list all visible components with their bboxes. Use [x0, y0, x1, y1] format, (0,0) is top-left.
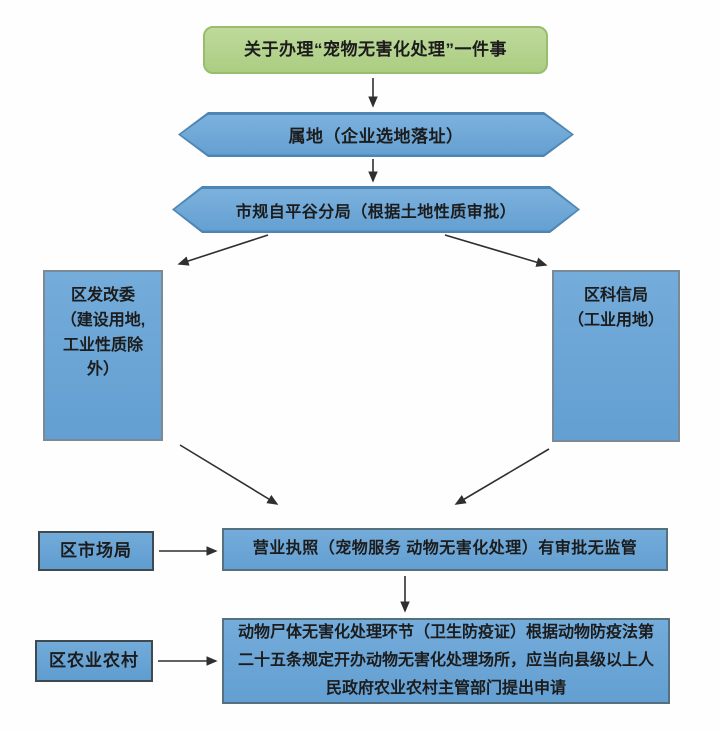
node-business-license: 营业执照（宠物服务 动物无害化处理）有审批无监管	[222, 528, 668, 571]
node-market-bureau: 区市场局	[38, 531, 154, 571]
node-territory: 属地（企业选地落址）	[178, 112, 574, 157]
node-planning-bureau-label: 市规自平谷分局（根据土地性质审批）	[175, 189, 578, 231]
arrow-planning-to-sciinfo	[444, 234, 548, 267]
node-title: 关于办理“宠物无害化处理”一件事	[203, 26, 548, 74]
arrow-sciinfo-to-license	[454, 448, 550, 505]
node-dev-reform-commission: 区发改委 （建设用地, 工业性质除 外）	[43, 270, 163, 441]
node-sci-info-bureau: 区科信局 （工业用地）	[552, 270, 680, 442]
node-harmless-treatment: 动物尸体无害化处理环节（卫生防疫证）根据动物防疫法第 二十五条规定开办动物无害化…	[222, 618, 670, 704]
node-territory-label: 属地（企业选地落址）	[181, 115, 572, 155]
node-agriculture-rural: 区农业农村	[35, 640, 153, 682]
arrow-devreform-to-license	[179, 444, 279, 505]
arrow-planning-to-devreform	[177, 234, 269, 266]
node-planning-bureau: 市规自平谷分局（根据土地性质审批）	[172, 186, 580, 233]
